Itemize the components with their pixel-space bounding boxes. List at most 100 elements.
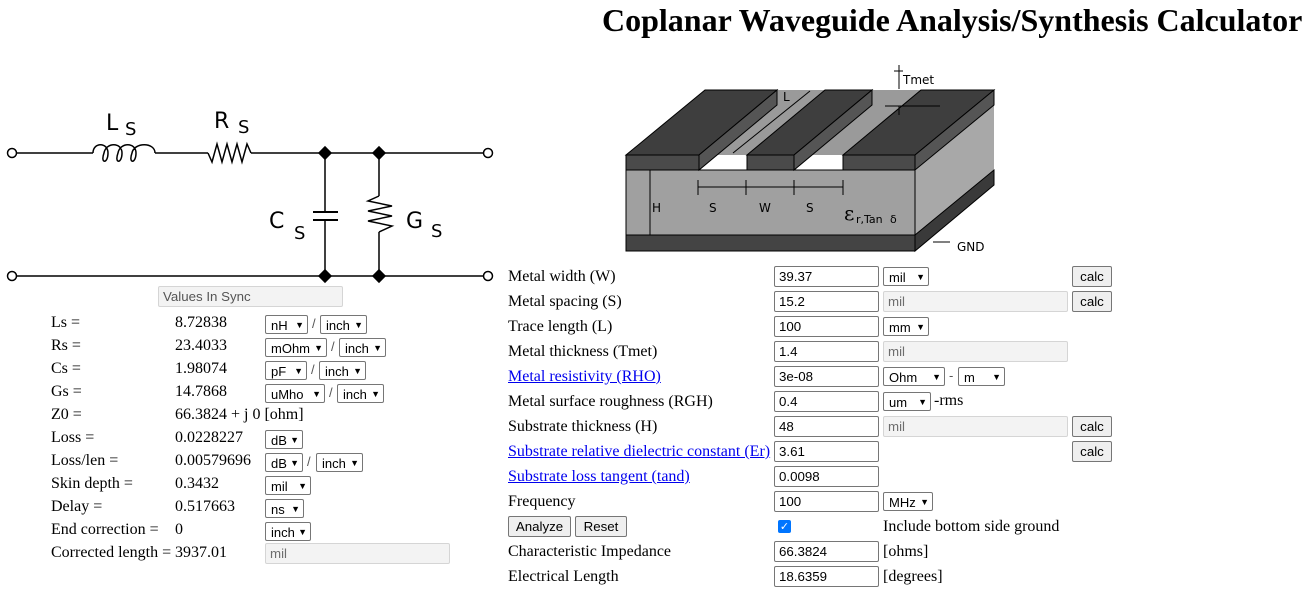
ls-label: Ls =	[51, 314, 81, 331]
page-title: Coplanar Waveguide Analysis/Synthesis Ca…	[602, 2, 1303, 38]
svg-text:L: L	[106, 111, 119, 136]
terminal-icon	[482, 270, 494, 282]
substrate-thickness-input[interactable]: 48	[774, 416, 879, 437]
cs-per-select[interactable]: inch▼	[319, 361, 366, 380]
electrical-length-output[interactable]: 18.6359	[774, 566, 879, 587]
chevron-down-icon: ▼	[350, 458, 359, 468]
chevron-down-icon: ▼	[353, 366, 362, 376]
gs-value: 14.7868	[175, 383, 227, 400]
loss-tangent-link[interactable]: Substrate loss tangent (tand)	[508, 468, 690, 485]
metal-width-unit-select[interactable]: mil▼	[883, 267, 929, 286]
dielectric-constant-link[interactable]: Substrate relative dielectric constant (…	[508, 443, 771, 460]
frequency-label: Frequency	[508, 493, 576, 510]
gs-per-select[interactable]: inch▼	[337, 384, 384, 403]
metal-spacing-input[interactable]: 15.2	[774, 291, 879, 312]
skin-depth-unit-select[interactable]: mil▼	[265, 476, 311, 495]
metal-thickness-unit-field: mil	[883, 341, 1068, 362]
electrical-length-label: Electrical Length	[508, 568, 619, 585]
ls-per-select[interactable]: inch▼	[320, 315, 367, 334]
ls-unit-select[interactable]: nH▼	[265, 315, 308, 334]
cpw-cross-section-diagram: Tmet L H S W S ε r,Tan δ GND	[624, 65, 996, 254]
loss-len-per-select[interactable]: inch▼	[316, 453, 363, 472]
skin-depth-label: Skin depth =	[51, 475, 133, 492]
sync-status-field: Values In Sync	[158, 286, 343, 307]
trace-length-label: Trace length (L)	[508, 318, 613, 335]
chevron-down-icon: ▼	[373, 343, 382, 353]
svg-text:W: W	[759, 201, 771, 215]
resistivity-unit-select[interactable]: Ohm▼	[883, 367, 945, 386]
svg-text:GND: GND	[957, 240, 985, 254]
cs-unit-select[interactable]: pF▼	[265, 361, 307, 380]
frequency-input[interactable]: 100	[774, 491, 879, 512]
rs-unit-select[interactable]: mOhm▼	[265, 338, 327, 357]
impedance-unit: [ohms]	[883, 543, 929, 560]
bottom-ground-checkbox[interactable]: ✓	[778, 520, 791, 533]
ls-value: 8.72838	[175, 314, 227, 331]
electrical-length-unit: [degrees]	[883, 568, 943, 585]
svg-text:H: H	[652, 201, 661, 215]
dielectric-constant-input[interactable]: 3.61	[774, 441, 879, 462]
delay-unit-select[interactable]: ns▼	[265, 499, 304, 518]
rs-label: Rs =	[51, 337, 81, 354]
impedance-output[interactable]: 66.3824	[774, 541, 879, 562]
chevron-down-icon: ▼	[295, 320, 304, 330]
dielectric-constant-calc-button[interactable]: calc	[1072, 441, 1112, 462]
metal-width-label: Metal width (W)	[508, 268, 616, 285]
reset-button[interactable]: Reset	[575, 516, 627, 537]
svg-text:S: S	[806, 201, 814, 215]
chevron-down-icon: ▼	[992, 372, 1001, 382]
metal-thickness-label: Metal thickness (Tmet)	[508, 343, 658, 360]
cs-label: Cs =	[51, 360, 81, 377]
circuit-diagram: L S R S C S G S	[6, 109, 494, 284]
svg-text:S: S	[294, 223, 305, 244]
impedance-label: Characteristic Impedance	[508, 543, 672, 560]
rs-per-select[interactable]: inch▼	[339, 338, 386, 357]
metal-spacing-calc-button[interactable]: calc	[1072, 291, 1112, 312]
resistivity-length-unit-select[interactable]: m▼	[958, 367, 1005, 386]
chevron-down-icon: ▼	[291, 504, 300, 514]
svg-text:L: L	[783, 90, 790, 104]
metal-resistivity-link[interactable]: Metal resistivity (RHO)	[508, 368, 661, 385]
frequency-unit-select[interactable]: MHz▼	[883, 492, 933, 511]
svg-text:r,Tan: r,Tan	[856, 213, 883, 226]
slash-separator: /	[329, 385, 333, 400]
metal-thickness-input[interactable]: 1.4	[774, 341, 879, 362]
chevron-down-icon: ▼	[290, 458, 299, 468]
svg-text:S: S	[125, 119, 136, 140]
metal-spacing-unit-field: mil	[883, 291, 1068, 312]
terminal-icon	[6, 270, 18, 282]
metal-width-calc-button[interactable]: calc	[1072, 266, 1112, 287]
gs-unit-select[interactable]: uMho▼	[265, 384, 325, 403]
svg-text:ε: ε	[844, 201, 854, 225]
slash-separator: /	[312, 316, 316, 331]
rms-suffix: -rms	[934, 392, 964, 409]
loss-tangent-input[interactable]: 0.0098	[774, 466, 879, 487]
slash-separator: /	[311, 362, 315, 377]
metal-width-input[interactable]: 39.37	[774, 266, 879, 287]
svg-text:C: C	[269, 209, 284, 234]
end-correction-value: 0	[175, 521, 183, 538]
chevron-down-icon: ▼	[932, 372, 941, 382]
trace-length-unit-select[interactable]: mm▼	[883, 317, 929, 336]
surface-roughness-input[interactable]: 0.4	[774, 391, 879, 412]
trace-length-input[interactable]: 100	[774, 316, 879, 337]
chevron-down-icon: ▼	[314, 343, 323, 353]
chevron-down-icon: ▼	[918, 397, 927, 407]
skin-depth-value: 0.3432	[175, 475, 219, 492]
gs-label: Gs =	[51, 383, 82, 400]
substrate-thickness-calc-button[interactable]: calc	[1072, 416, 1112, 437]
end-correction-label: End correction =	[51, 521, 159, 538]
roughness-unit-select[interactable]: um▼	[883, 392, 931, 411]
slash-separator: /	[331, 339, 335, 354]
chevron-down-icon: ▼	[290, 435, 299, 445]
chevron-down-icon: ▼	[294, 366, 303, 376]
slash-separator: /	[307, 454, 311, 469]
loss-unit-select[interactable]: dB▼	[265, 430, 303, 449]
analyze-button[interactable]: Analyze	[508, 516, 571, 537]
metal-spacing-label: Metal spacing (S)	[508, 293, 622, 310]
chevron-down-icon: ▼	[298, 527, 307, 537]
end-correction-unit-select[interactable]: inch▼	[265, 522, 311, 541]
loss-len-unit-select[interactable]: dB▼	[265, 453, 303, 472]
metal-resistivity-input[interactable]: 3e-08	[774, 366, 879, 387]
cs-value: 1.98074	[175, 360, 227, 377]
